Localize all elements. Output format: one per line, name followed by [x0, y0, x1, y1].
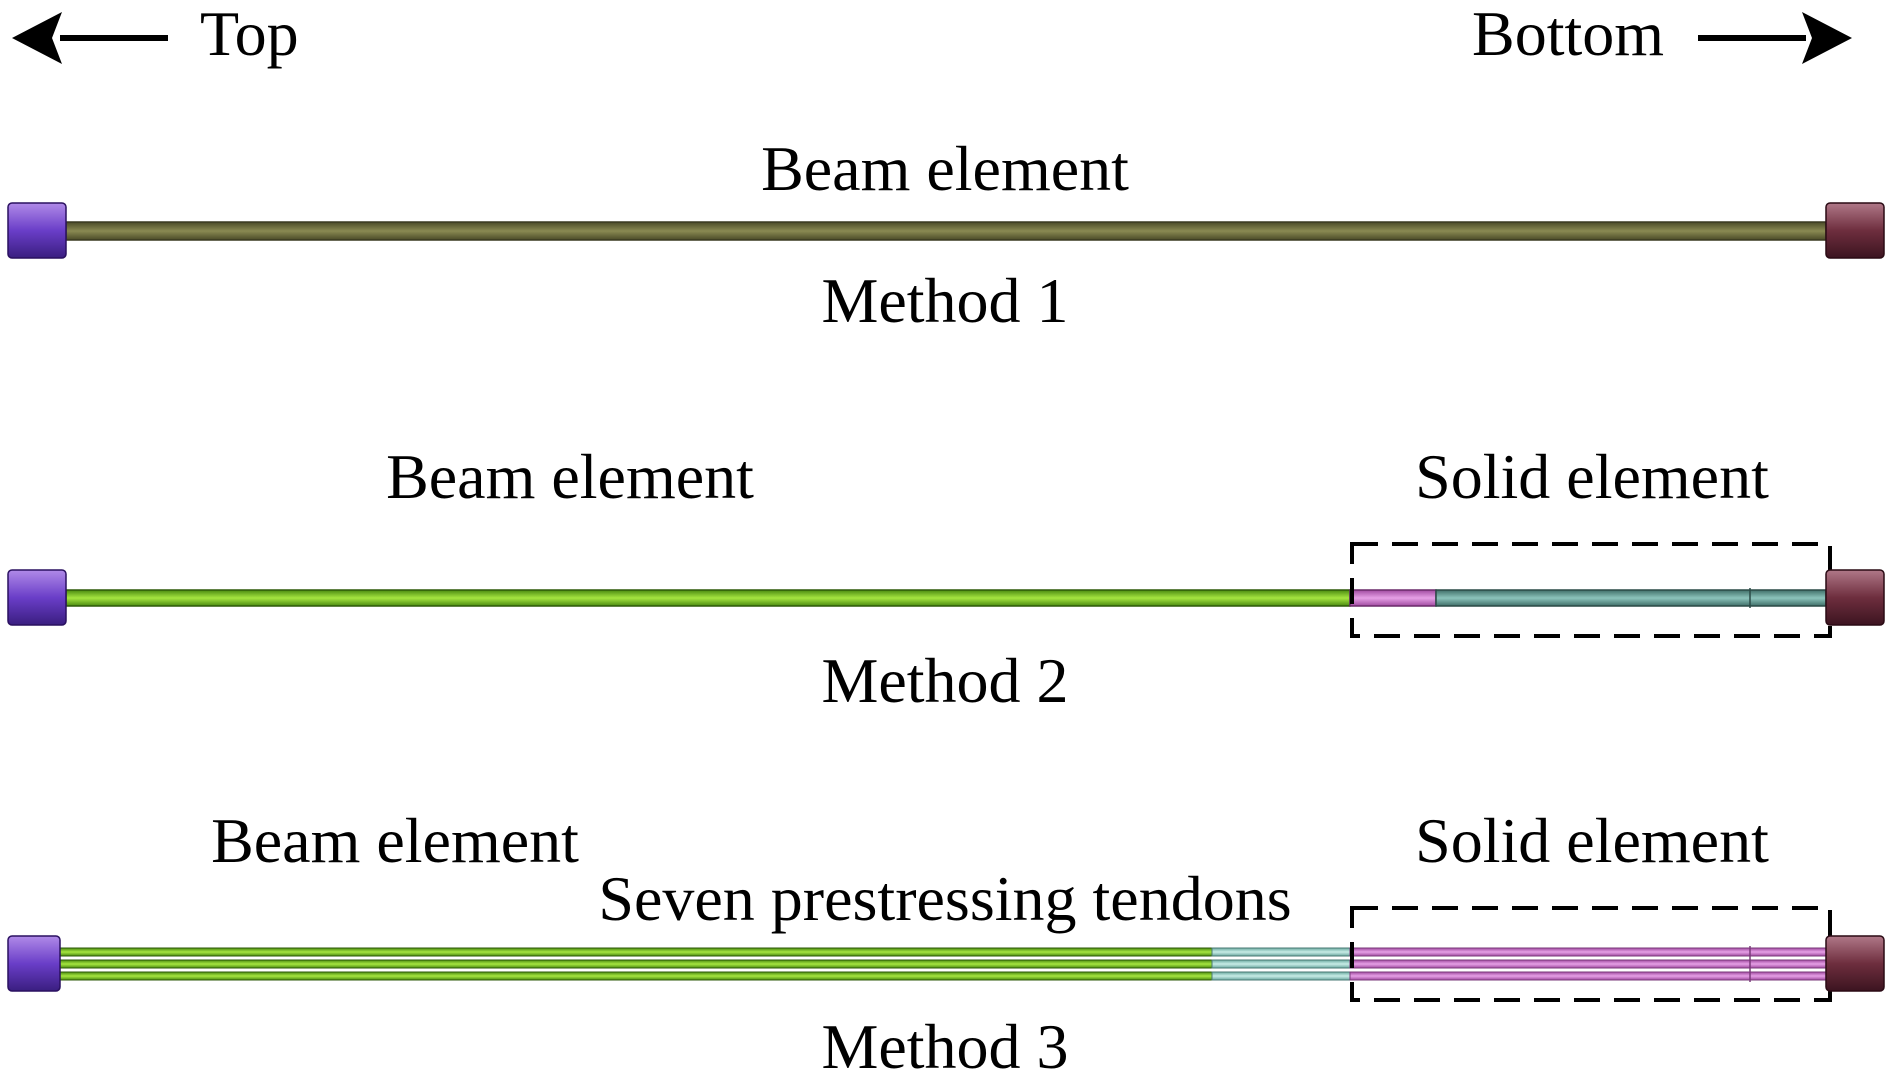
method-2-beam-label: Beam element: [386, 441, 754, 512]
method-3-tendon-label: Seven prestressing tendons: [598, 863, 1291, 934]
method-2-solid-label: Solid element: [1415, 441, 1769, 512]
method-2-top-anchor: [7, 569, 67, 626]
method-2-solid-teal-segment: [1435, 589, 1827, 607]
method-1-beam-bar: [65, 221, 1827, 241]
right-arrow-icon: [1698, 12, 1852, 64]
bottom-label: Bottom: [1472, 0, 1664, 69]
method-1-group: Beam element Method 1: [7, 133, 1885, 336]
method-3-solid-label: Solid element: [1415, 805, 1769, 876]
method-2-name: Method 2: [821, 645, 1068, 716]
method-2-bottom-anchor: [1825, 569, 1885, 626]
method-3-tendons: [59, 946, 1827, 982]
method-1-name: Method 1: [821, 265, 1068, 336]
method-2-group: Beam element Solid element Method 2: [7, 441, 1885, 716]
method-3-bottom-anchor: [1825, 935, 1885, 992]
method-3-name: Method 3: [821, 1011, 1068, 1082]
method-1-top-anchor: [7, 202, 67, 259]
method-2-solid-pink-segment: [1349, 589, 1437, 607]
method-3-top-anchor: [7, 935, 61, 992]
top-label: Top: [200, 0, 299, 69]
method-1-beam-label: Beam element: [761, 133, 1129, 204]
method-3-group: Beam element Solid element Seven prestre…: [7, 805, 1885, 1082]
method-3-beam-label: Beam element: [211, 805, 579, 876]
method-2-beam-segment: [65, 589, 1351, 607]
direction-header: Top Bottom: [12, 0, 1852, 69]
method-1-bottom-anchor: [1825, 202, 1885, 259]
left-arrow-icon: [12, 12, 168, 64]
